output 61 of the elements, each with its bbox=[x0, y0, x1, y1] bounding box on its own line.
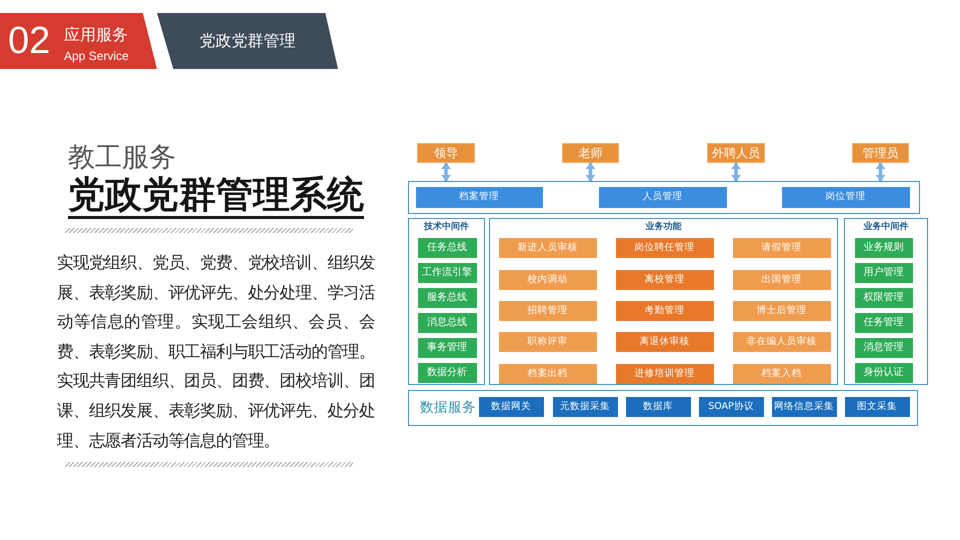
subheading: 教工服务 bbox=[68, 142, 176, 174]
data-service-panel bbox=[408, 390, 918, 426]
panel-heading: 业务功能 bbox=[646, 223, 682, 232]
function-box: 岗位聘任管理 bbox=[616, 238, 714, 258]
module-bar: 岗位管理 bbox=[782, 186, 910, 208]
component-box: 任务管理 bbox=[854, 312, 912, 332]
component-box: 服务总线 bbox=[418, 288, 476, 308]
function-box: 博士后管理 bbox=[732, 300, 830, 320]
service-box: 网络信息采集 bbox=[772, 396, 836, 416]
panel-heading: 业务中间件 bbox=[864, 223, 908, 232]
component-panel bbox=[844, 218, 928, 385]
component-box: 用户管理 bbox=[854, 262, 912, 282]
component-box: 消息总线 bbox=[418, 312, 476, 332]
component-box: 身份认证 bbox=[854, 362, 912, 382]
component-panel bbox=[408, 218, 485, 385]
function-box: 进修培训管理 bbox=[616, 364, 714, 384]
role-box: 外聘人员 bbox=[707, 143, 765, 163]
function-box: 档案出档 bbox=[498, 364, 596, 384]
service-box: 数据库 bbox=[626, 396, 690, 416]
service-box: SOAP协议 bbox=[698, 396, 764, 416]
function-box: 档案入档 bbox=[732, 364, 830, 384]
service-box: 图文采集 bbox=[844, 396, 910, 416]
function-box: 考勤管理 bbox=[616, 300, 714, 320]
double-arrow bbox=[731, 163, 741, 181]
function-box: 校内调动 bbox=[498, 270, 596, 290]
function-box: 招聘管理 bbox=[498, 300, 596, 320]
function-box: 请假管理 bbox=[732, 238, 830, 258]
function-box: 非在编人员审核 bbox=[732, 332, 830, 352]
section-tab bbox=[0, 13, 157, 69]
service-box: 元数据采集 bbox=[552, 396, 618, 416]
component-box: 消息管理 bbox=[854, 338, 912, 358]
component-box: 业务规则 bbox=[854, 238, 912, 258]
role-box: 管理员 bbox=[852, 143, 909, 163]
role-box: 领导 bbox=[417, 143, 475, 163]
component-box: 权限管理 bbox=[854, 288, 912, 308]
component-panel bbox=[489, 218, 838, 385]
module-bar: 档案管理 bbox=[416, 186, 542, 208]
role-box: 老师 bbox=[562, 143, 619, 163]
title-tab: 党政党群管理 bbox=[157, 13, 338, 69]
section-subtitle: App Service bbox=[64, 50, 129, 62]
double-arrow bbox=[876, 163, 886, 181]
function-box: 离校管理 bbox=[616, 270, 714, 290]
panel-heading: 数据服务 bbox=[420, 401, 476, 415]
service-box: 数据网关 bbox=[478, 396, 544, 416]
double-arrow bbox=[441, 163, 451, 181]
panel-heading: 技术中间件 bbox=[424, 223, 469, 232]
component-box: 事务管理 bbox=[418, 338, 476, 358]
function-box: 新进人员审核 bbox=[498, 238, 596, 258]
section-number: 02 bbox=[8, 22, 50, 60]
component-box: 工作流引擎 bbox=[418, 262, 476, 282]
function-box: 职称评审 bbox=[498, 332, 596, 352]
module-frame bbox=[408, 181, 920, 214]
double-arrow bbox=[586, 163, 596, 181]
function-box: 离退休审核 bbox=[616, 332, 714, 352]
page-title: 党政党群管理系统 bbox=[68, 174, 364, 219]
description-paragraph: 实现党组织、党员、党费、党校培训、组织发展、表彰奖励、评优评先、处分处理、学习活动等信息的管理。实现工会组织、会员、会费、表彰奖励、职工福利与职工活动的管理。实现共青团组织、团员、团费、团校培训、团课、组织发展、表彰奖励、评优评先、处分处理、志愿者活动等信息的管理。 bbox=[57, 252, 375, 452]
component-box: 数据分析 bbox=[418, 362, 476, 382]
component-box: 任务总线 bbox=[418, 238, 476, 258]
section-title: 应用服务 bbox=[64, 27, 128, 43]
module-bar: 人员管理 bbox=[598, 186, 726, 208]
function-box: 出国管理 bbox=[732, 270, 830, 290]
